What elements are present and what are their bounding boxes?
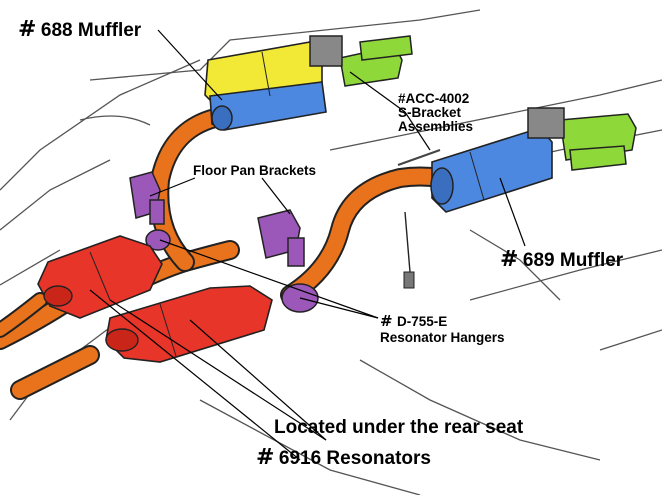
hash-symbol: #	[18, 17, 37, 42]
car-body-outline	[0, 9, 662, 495]
tailpipe-tips-right	[527, 107, 637, 171]
label-6916-resonators: # 6916 Resonators	[256, 446, 431, 469]
label-floor-pan-brackets: Floor Pan Brackets	[193, 163, 317, 178]
muffler-689	[430, 127, 553, 213]
hash-symbol: #	[256, 445, 275, 470]
muffler-688	[204, 41, 327, 131]
hangers-line1: D-755-E	[397, 314, 448, 329]
hash-symbol: #	[500, 247, 519, 272]
resonator-left	[37, 235, 163, 319]
label-located-under-rear-seat: Located under the rear seat	[274, 417, 524, 438]
label-resonator-hangers: # D-755-E Resonator Hangers	[380, 312, 505, 345]
acc-line3: Assemblies	[398, 119, 474, 135]
label-688-muffler: # 688 Muffler	[18, 18, 141, 41]
label-689-text: 689 Muffler	[522, 250, 624, 271]
tailpipe-tips-upper	[309, 35, 413, 87]
resonator-right	[105, 285, 273, 363]
hash-symbol: #	[380, 312, 393, 330]
exhaust-pipes	[0, 108, 450, 400]
floor-pan-bracket-right	[257, 209, 305, 267]
hangers-line2: Resonator Hangers	[380, 329, 505, 345]
label-688-text: 688 Muffler	[40, 20, 142, 41]
label-acc-bracket: #ACC-4002 S-Bracket Assemblies	[398, 91, 474, 135]
acc-line2: S-Bracket	[398, 105, 462, 121]
leader-lines	[89, 29, 526, 461]
s-bracket-bolt	[397, 149, 441, 289]
acc-line1: #ACC-4002	[398, 91, 470, 106]
label-689-muffler: # 689 Muffler	[500, 248, 623, 271]
label-6916-text: 6916 Resonators	[278, 448, 431, 469]
floor-pan-bracket-left	[129, 171, 165, 225]
